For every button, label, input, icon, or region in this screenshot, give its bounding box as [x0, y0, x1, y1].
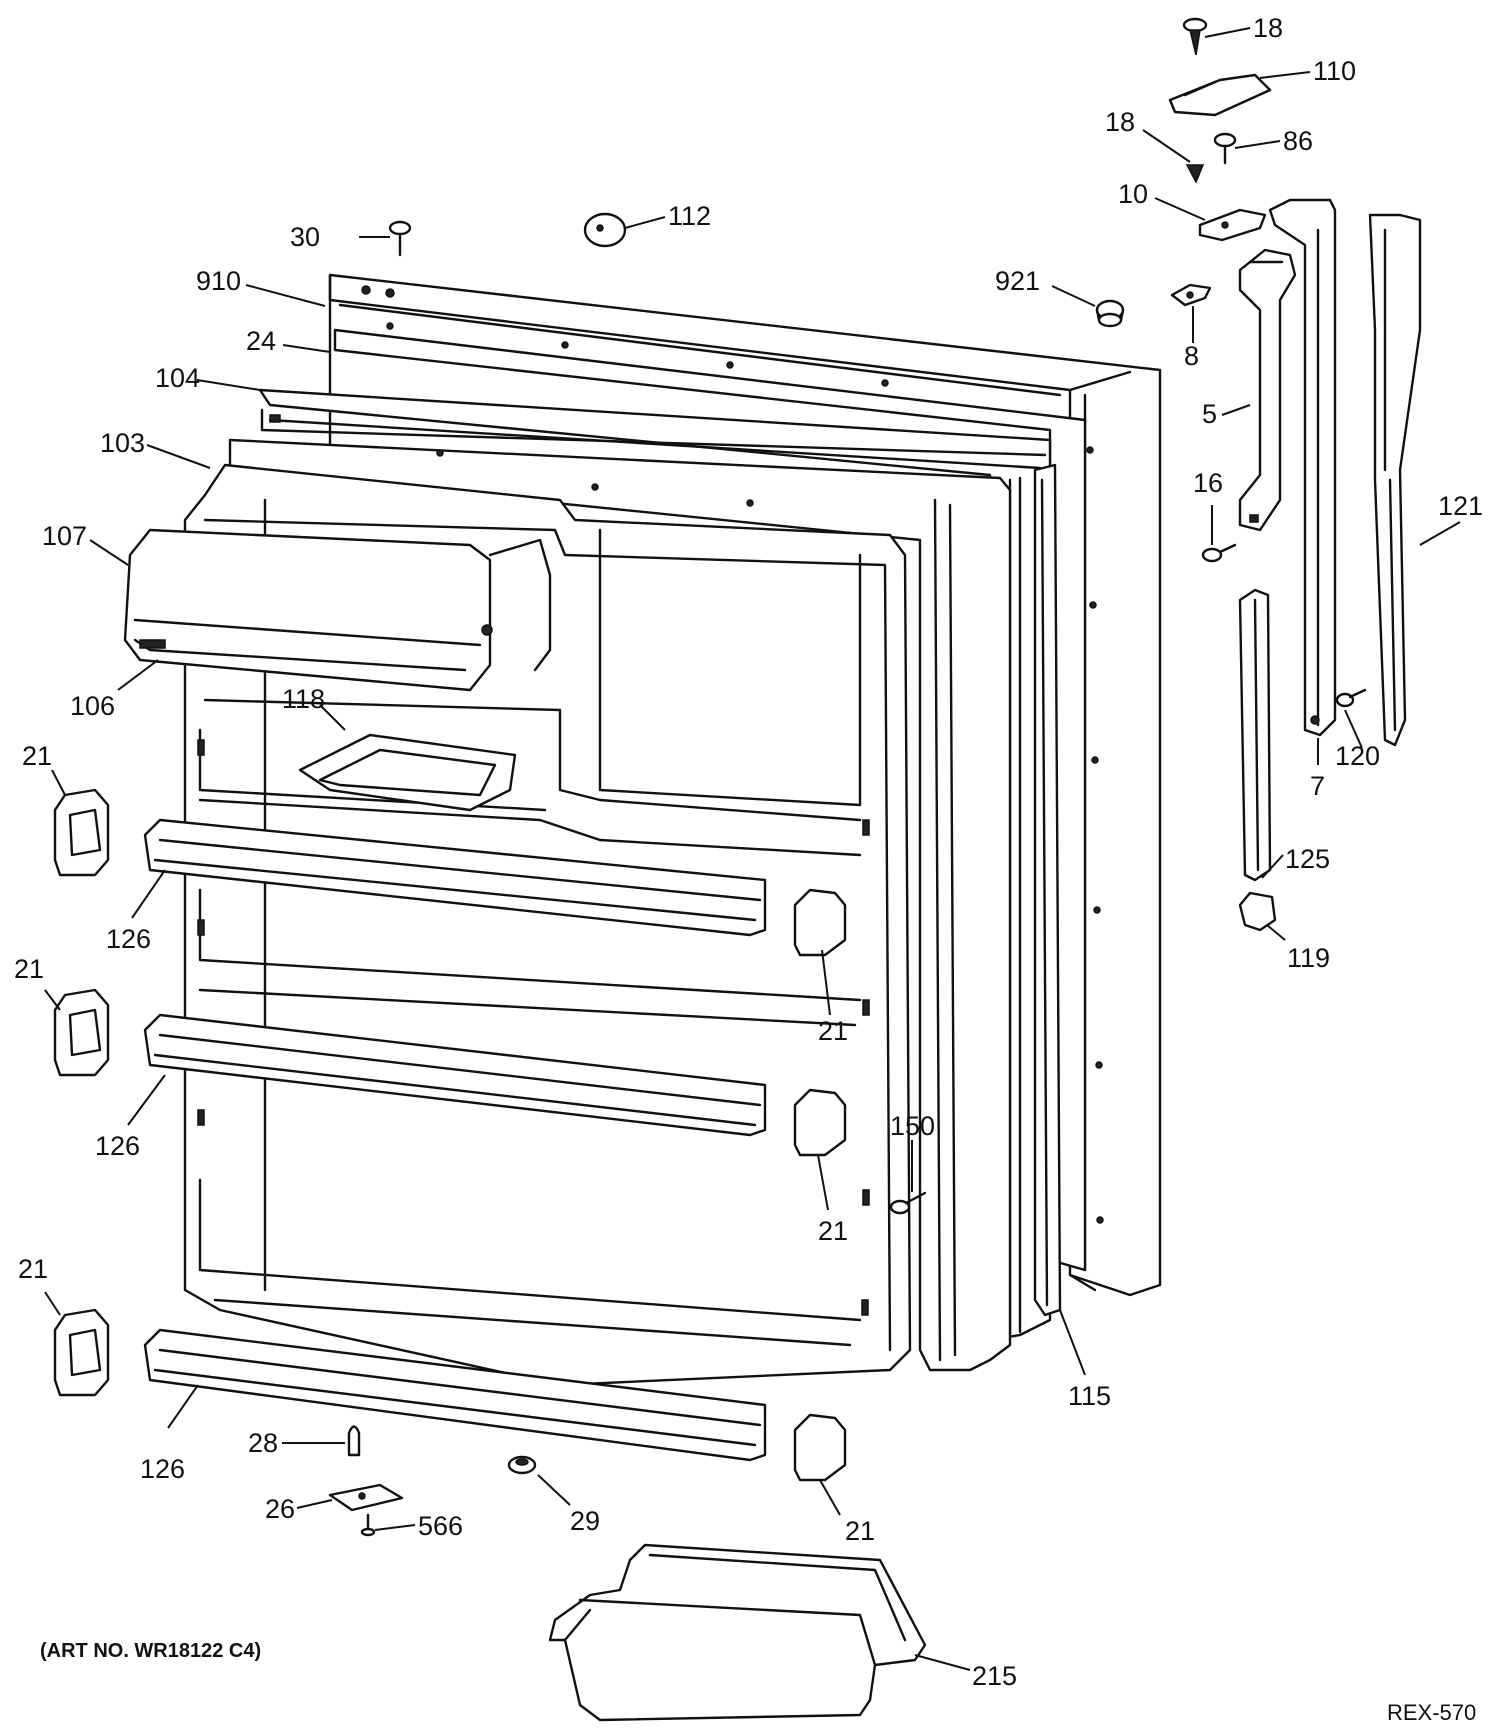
- callout-5: 5: [1202, 399, 1217, 429]
- callout-120: 120: [1335, 741, 1380, 771]
- shelf-bar-2: [143, 1013, 767, 1137]
- hinge-cover-110: [1168, 73, 1272, 117]
- callout-115: 115: [1068, 1381, 1111, 1411]
- end-cap-right-1: [793, 888, 847, 957]
- clip-119: [1238, 891, 1277, 932]
- callout-566: 566: [418, 1511, 463, 1541]
- art-number: (ART NO. WR18122 C4): [40, 1640, 261, 1662]
- butter-tray: [298, 733, 517, 812]
- callout-86: 86: [1283, 126, 1313, 156]
- pin-28: [347, 1425, 361, 1457]
- bracket-26: [328, 1483, 404, 1512]
- leader-lines: [44, 27, 1461, 1671]
- cap-112: [583, 212, 627, 248]
- dairy-door: [123, 528, 552, 692]
- callout-30: 30: [290, 222, 320, 252]
- callout-7: 7: [1310, 771, 1325, 801]
- shelf-bar-3: [143, 1328, 767, 1462]
- screw-566: [360, 1513, 376, 1537]
- callout-921: 921: [995, 266, 1040, 296]
- screw-18-top: [1182, 17, 1208, 56]
- inner-liner: [183, 463, 912, 1387]
- callout-118: 118: [282, 684, 325, 714]
- callout-910: 910: [196, 266, 241, 296]
- callout-18: 18: [1253, 13, 1283, 43]
- callout-16: 16: [1193, 468, 1223, 498]
- callout-126: 126: [106, 924, 151, 954]
- callout-126: 126: [140, 1454, 185, 1484]
- screw-18-mid: [1185, 164, 1205, 184]
- door-bin-215: [548, 1543, 927, 1722]
- end-cap-left-1: [53, 788, 110, 877]
- callout-150: 150: [890, 1111, 935, 1141]
- callout-21: 21: [22, 741, 52, 771]
- hinge-bracket-10: [1198, 208, 1267, 242]
- callout-21: 21: [818, 1016, 848, 1046]
- end-cap-right-3: [793, 1413, 847, 1482]
- gasket-strip: [1033, 463, 1062, 1317]
- callout-110: 110: [1313, 56, 1356, 86]
- callout-104: 104: [155, 363, 200, 393]
- handle-endcap-5: [1238, 248, 1297, 532]
- callout-106: 106: [70, 691, 115, 721]
- callout-26: 26: [265, 1494, 295, 1524]
- callout-21: 21: [14, 954, 44, 984]
- screw-150: [889, 1191, 927, 1215]
- hinge-pin-8: [1170, 283, 1212, 307]
- callout-24: 24: [246, 326, 276, 356]
- callout-21: 21: [18, 1254, 48, 1284]
- callout-103: 103: [100, 428, 145, 458]
- callout-121: 121: [1438, 491, 1483, 521]
- screw-16: [1201, 543, 1237, 563]
- end-cap-right-2: [793, 1088, 847, 1157]
- screw-30: [388, 220, 412, 257]
- callout-10: 10: [1118, 179, 1148, 209]
- callout-119: 119: [1287, 943, 1330, 973]
- callout-21: 21: [845, 1516, 875, 1546]
- handle-rail-7: [1268, 198, 1337, 737]
- callout-28: 28: [248, 1428, 278, 1458]
- figure-code: REX-570: [1387, 1700, 1476, 1725]
- plug-29: [507, 1455, 537, 1475]
- callout-107: 107: [42, 521, 87, 551]
- screw-120: [1335, 688, 1367, 708]
- shelf-bar-1: [143, 818, 767, 937]
- callout-labels: 18 110 18 86 10 30 112 910 921 8 24 104 …: [14, 13, 1483, 1691]
- callout-125: 125: [1285, 844, 1330, 874]
- callout-18: 18: [1105, 107, 1135, 137]
- callout-112: 112: [668, 201, 711, 231]
- callout-29: 29: [570, 1506, 600, 1536]
- shelf-end-caps: [53, 788, 847, 1482]
- callout-126: 126: [95, 1131, 140, 1161]
- handle-121: [1368, 213, 1422, 747]
- door-liner: [228, 414, 1012, 1372]
- callout-8: 8: [1184, 341, 1199, 371]
- screw-86: [1213, 132, 1237, 165]
- callout-215: 215: [972, 1661, 1017, 1691]
- handle-insert-125: [1238, 588, 1272, 882]
- callout-21: 21: [818, 1216, 848, 1246]
- plug-921: [1095, 299, 1125, 328]
- end-cap-left-3: [53, 1308, 110, 1397]
- end-cap-left-2: [53, 988, 110, 1077]
